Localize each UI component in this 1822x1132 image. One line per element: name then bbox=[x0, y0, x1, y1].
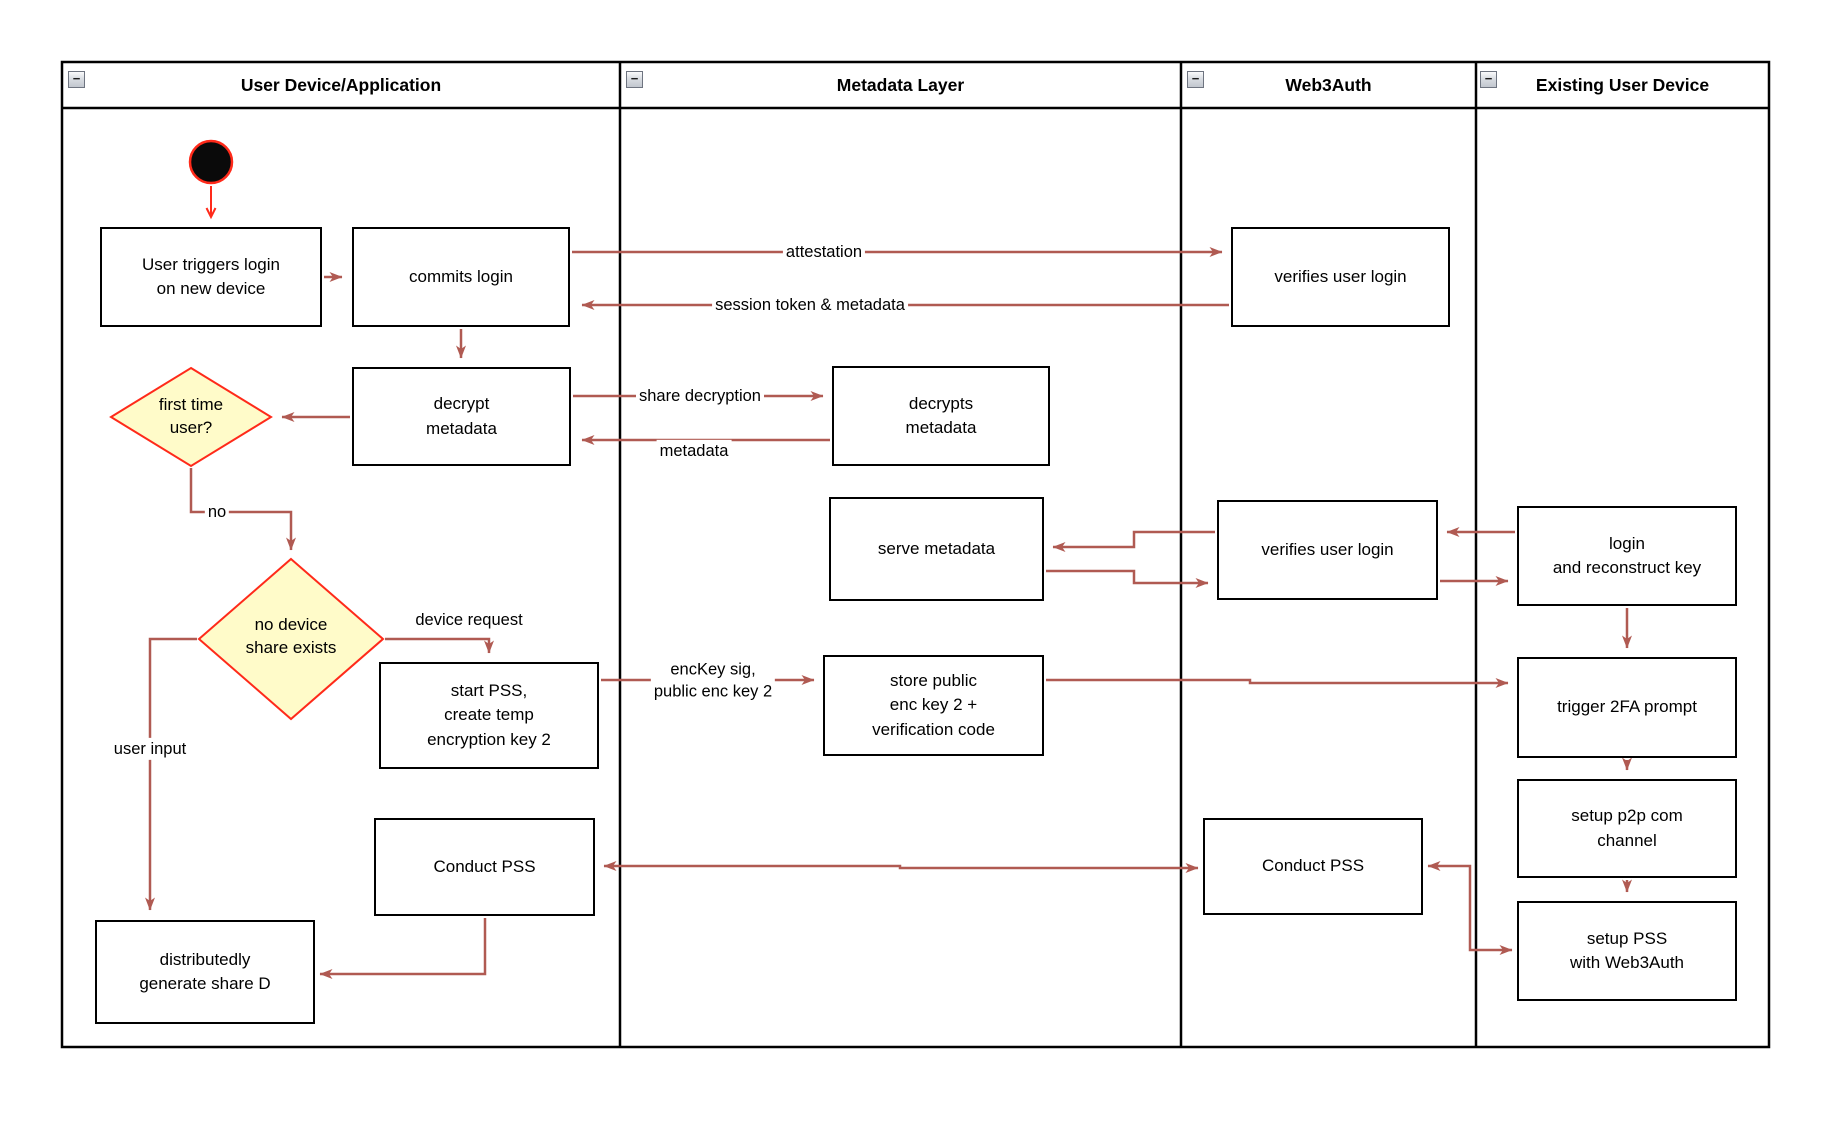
decision-no-device-share[interactable] bbox=[197, 557, 385, 721]
node-verifies-user-login-1[interactable]: verifies user login bbox=[1231, 227, 1450, 327]
node-setup-p2p-channel[interactable]: setup p2p com channel bbox=[1517, 779, 1737, 878]
edge-device-request bbox=[385, 637, 494, 654]
edge-label-device-request: device request bbox=[415, 610, 523, 629]
edge-conduct-pss-bidirectional bbox=[603, 861, 1199, 873]
decision-first-time-user[interactable] bbox=[109, 366, 273, 468]
edge-label-share-decryption: share decryption bbox=[636, 384, 764, 408]
lane-title-existing-device: Existing User Device bbox=[1535, 75, 1710, 95]
node-commits-login[interactable]: commits login bbox=[352, 227, 570, 327]
node-serve-metadata[interactable]: serve metadata bbox=[829, 497, 1044, 601]
start-node bbox=[188, 139, 234, 185]
edge-setuppss-conductweb3 bbox=[1427, 861, 1513, 955]
collapse-lane-icon[interactable]: − bbox=[1187, 71, 1204, 88]
edge-conduct-to-distributedly bbox=[319, 918, 487, 979]
edge-serve-to-verifies2 bbox=[1046, 569, 1209, 588]
node-user-triggers-login[interactable]: User triggers login on new device bbox=[100, 227, 322, 327]
lane-title-metadata-layer: Metadata Layer bbox=[836, 75, 965, 95]
lane-title-user-device: User Device/Application bbox=[240, 75, 442, 95]
edge-label-user-input: user input bbox=[110, 737, 190, 761]
edge-user-input bbox=[145, 637, 197, 911]
lane-title-web3auth: Web3Auth bbox=[1285, 75, 1372, 95]
node-conduct-pss-device[interactable]: Conduct PSS bbox=[374, 818, 595, 916]
collapse-lane-icon[interactable]: − bbox=[626, 71, 643, 88]
collapse-lane-icon[interactable]: − bbox=[68, 71, 85, 88]
edge-label-no: no bbox=[204, 500, 230, 524]
edge-store-to-trigger2fa bbox=[1046, 678, 1509, 688]
node-distributedly-generate[interactable]: distributedly generate share D bbox=[95, 920, 315, 1024]
node-login-reconstruct-key[interactable]: login and reconstruct key bbox=[1517, 506, 1737, 606]
node-conduct-pss-web3auth[interactable]: Conduct PSS bbox=[1203, 818, 1423, 915]
node-start-pss[interactable]: start PSS, create temp encryption key 2 bbox=[379, 662, 599, 769]
collapse-lane-icon[interactable]: − bbox=[1480, 71, 1497, 88]
edge-label-metadata: metadata bbox=[656, 439, 732, 463]
edge-label-enckey: encKey sig, public enc key 2 bbox=[650, 658, 776, 704]
node-decrypts-metadata[interactable]: decrypts metadata bbox=[832, 366, 1050, 466]
edge-verifies2-to-serve bbox=[1052, 530, 1215, 552]
pool-frame bbox=[60, 60, 1771, 1049]
decision-label-no-device-share: no device share exists bbox=[245, 615, 337, 657]
edge-label-session-token: session token & metadata bbox=[712, 293, 908, 317]
decision-label-first-time-user: first time user? bbox=[158, 395, 224, 437]
node-setup-pss-web3auth[interactable]: setup PSS with Web3Auth bbox=[1517, 901, 1737, 1001]
node-verifies-user-login-2[interactable]: verifies user login bbox=[1217, 500, 1438, 600]
edge-label-attestation: attestation bbox=[782, 240, 866, 264]
edge-no-branch bbox=[189, 468, 296, 551]
node-store-public-enc-key[interactable]: store public enc key 2 + verification co… bbox=[823, 655, 1044, 756]
node-trigger-2fa-prompt[interactable]: trigger 2FA prompt bbox=[1517, 657, 1737, 758]
node-decrypt-metadata[interactable]: decrypt metadata bbox=[352, 367, 571, 466]
